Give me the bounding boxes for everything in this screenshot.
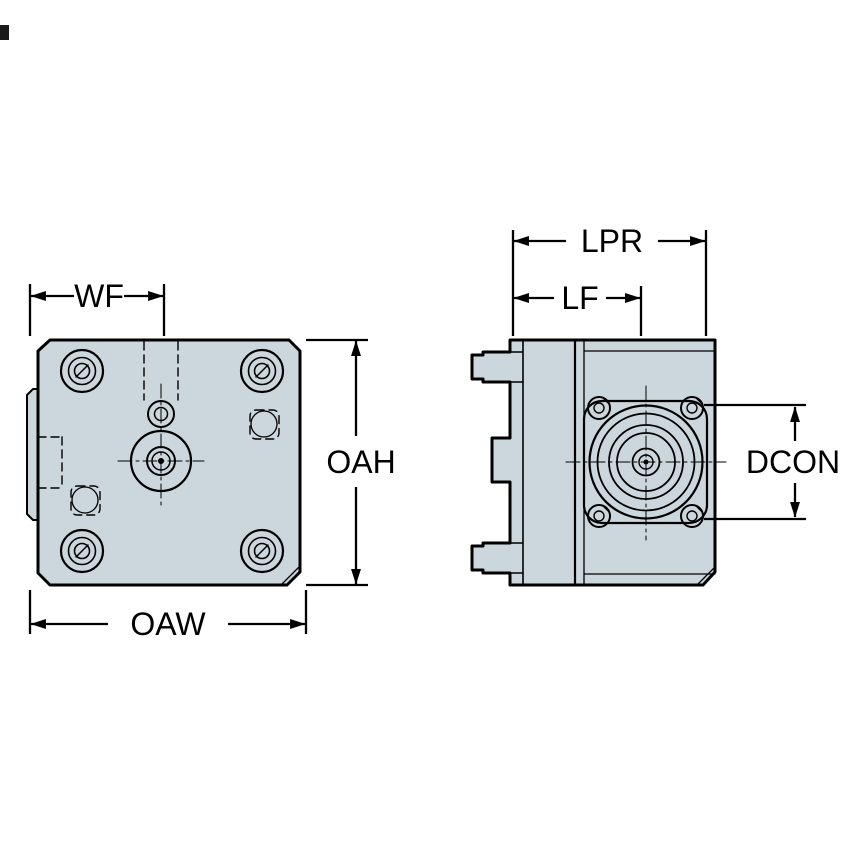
center-bore-outer bbox=[129, 429, 193, 493]
side-corner-chamfer-line bbox=[696, 566, 716, 586]
coupling-circle-6 bbox=[638, 454, 654, 470]
front-hidden-lines bbox=[37, 341, 280, 516]
dimension-label-dcon: DCON bbox=[746, 444, 840, 480]
dimension-label-lf: LF bbox=[561, 280, 598, 316]
front-view bbox=[26, 338, 302, 587]
dowel-hole-top-right bbox=[250, 410, 278, 438]
dimension-oaw: OAW bbox=[28, 590, 308, 642]
dimensions: WF OAH OAW LPR LF bbox=[28, 223, 840, 642]
front-body bbox=[36, 338, 302, 587]
front-left-tab bbox=[26, 388, 39, 521]
center-boss bbox=[117, 383, 205, 509]
dimension-oah: OAH bbox=[306, 338, 396, 587]
center-bore-inner bbox=[151, 451, 171, 471]
dimension-label-oah: OAH bbox=[326, 444, 395, 480]
upper-pin-hole bbox=[147, 400, 175, 428]
coupling-center-dot bbox=[643, 459, 649, 465]
hidden-boss-top-right bbox=[249, 409, 280, 440]
hidden-boss-bottom-left bbox=[70, 485, 101, 516]
coupling-circle-2 bbox=[596, 412, 696, 512]
center-bore-mid bbox=[146, 446, 176, 476]
dimension-wf: WF bbox=[28, 278, 166, 336]
dimension-lf: LF bbox=[513, 280, 643, 336]
coupling-circle-5 bbox=[631, 447, 661, 477]
dimension-label-lpr: LPR bbox=[581, 223, 643, 259]
dimension-label-wf: WF bbox=[74, 278, 124, 314]
coupling-circle-3 bbox=[608, 424, 684, 500]
coupling-circle-1 bbox=[588, 404, 704, 520]
dimension-lpr: LPR bbox=[511, 223, 708, 336]
dimension-label-oaw: OAW bbox=[130, 606, 206, 642]
front-corner-chamfer-line bbox=[280, 565, 301, 586]
page-edge-mark bbox=[0, 25, 9, 40]
coupling-boss bbox=[565, 385, 727, 541]
side-view bbox=[470, 338, 727, 587]
center-bore-dot bbox=[158, 458, 164, 464]
upper-pin-hole-inner bbox=[153, 406, 169, 422]
dimension-dcon: DCON bbox=[704, 403, 840, 521]
coupling-circle-4 bbox=[616, 432, 676, 492]
dowel-hole-bottom-left bbox=[71, 486, 99, 514]
